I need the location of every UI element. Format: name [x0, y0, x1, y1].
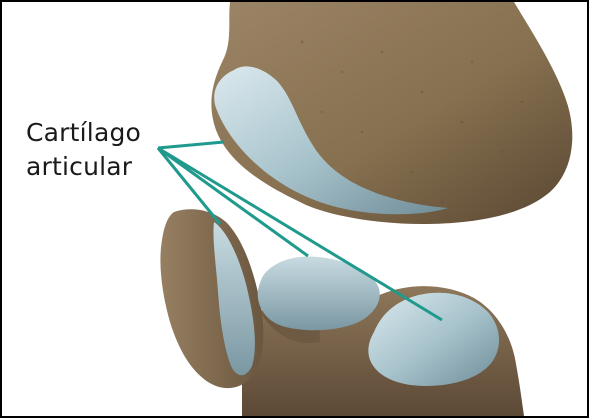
pointer-line-femur	[158, 142, 224, 148]
label-line-2: articular	[26, 150, 141, 184]
label-line-1: Cartílago	[26, 116, 141, 150]
cartilage-label: Cartílago articular	[26, 116, 141, 184]
central-cartilage	[258, 257, 380, 331]
